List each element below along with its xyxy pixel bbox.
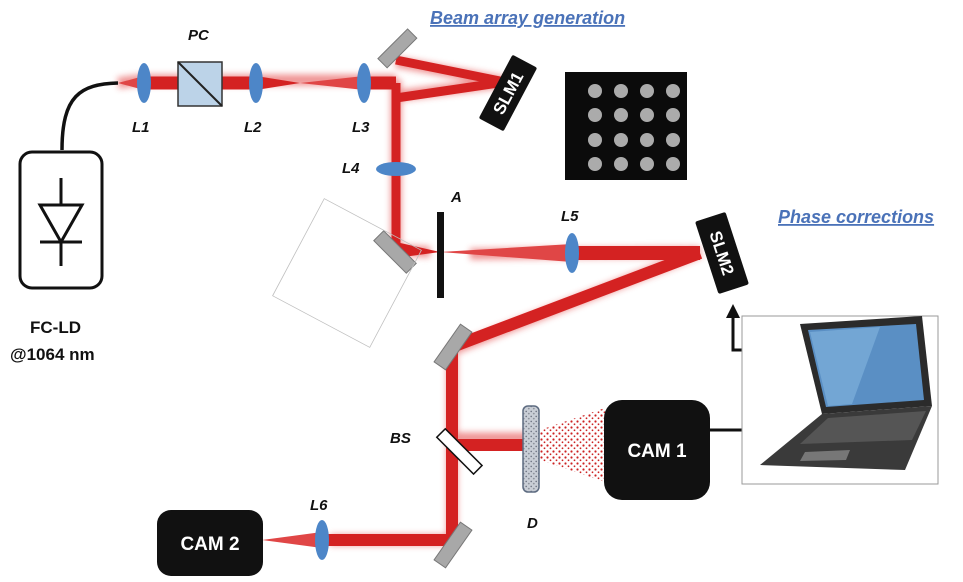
lens-l5 xyxy=(565,233,579,273)
laser-diode-source xyxy=(18,81,119,290)
mirror-1 xyxy=(377,28,418,69)
diffuser xyxy=(522,405,540,493)
source-name: FC-LD xyxy=(30,318,81,337)
mirror-4 xyxy=(433,521,473,569)
lens-l6 xyxy=(315,520,329,560)
cam1-device: CAM 1 xyxy=(604,400,710,500)
label-l4: L4 xyxy=(342,160,360,177)
lenses xyxy=(137,63,579,560)
source-wavelength: @1064 nm xyxy=(10,345,95,364)
lens-l4 xyxy=(376,162,416,176)
label-l5: L5 xyxy=(561,208,579,225)
label-aperture: A xyxy=(450,189,462,206)
label-l6: L6 xyxy=(310,497,328,514)
beam-splitter xyxy=(435,427,484,476)
label-beam-splitter: BS xyxy=(390,430,411,447)
slm2-device: SLM2 xyxy=(695,212,749,294)
lens-l3 xyxy=(357,63,371,103)
cam1-label: CAM 1 xyxy=(627,441,687,462)
speckle-pattern xyxy=(540,408,605,482)
mirrors xyxy=(373,28,473,569)
slm1-device: SLM1 xyxy=(479,55,537,131)
label-l2: L2 xyxy=(244,119,262,136)
polarizing-cube xyxy=(177,61,223,107)
label-diffuser: D xyxy=(527,515,538,532)
heading-beam-array-generation: Beam array generation xyxy=(430,8,625,28)
beam-array-image xyxy=(565,72,687,180)
laser-beams xyxy=(117,55,703,548)
cam2-label: CAM 2 xyxy=(180,534,239,555)
cam2-device: CAM 2 xyxy=(157,510,263,576)
label-l3: L3 xyxy=(352,119,370,136)
heading-phase-corrections: Phase corrections xyxy=(778,207,934,227)
lens-l1 xyxy=(137,63,151,103)
lens-l2 xyxy=(249,63,263,103)
mirror-2 xyxy=(373,230,417,274)
optical-fiber xyxy=(60,81,119,151)
label-pc: PC xyxy=(188,27,210,44)
faint-frame xyxy=(272,198,422,348)
diode-icon xyxy=(37,178,85,266)
arrow-to-slm2-icon xyxy=(726,304,740,318)
mirror-3 xyxy=(433,323,473,371)
laptop-icon xyxy=(741,315,939,485)
label-l1: L1 xyxy=(132,119,150,136)
aperture xyxy=(437,212,444,298)
